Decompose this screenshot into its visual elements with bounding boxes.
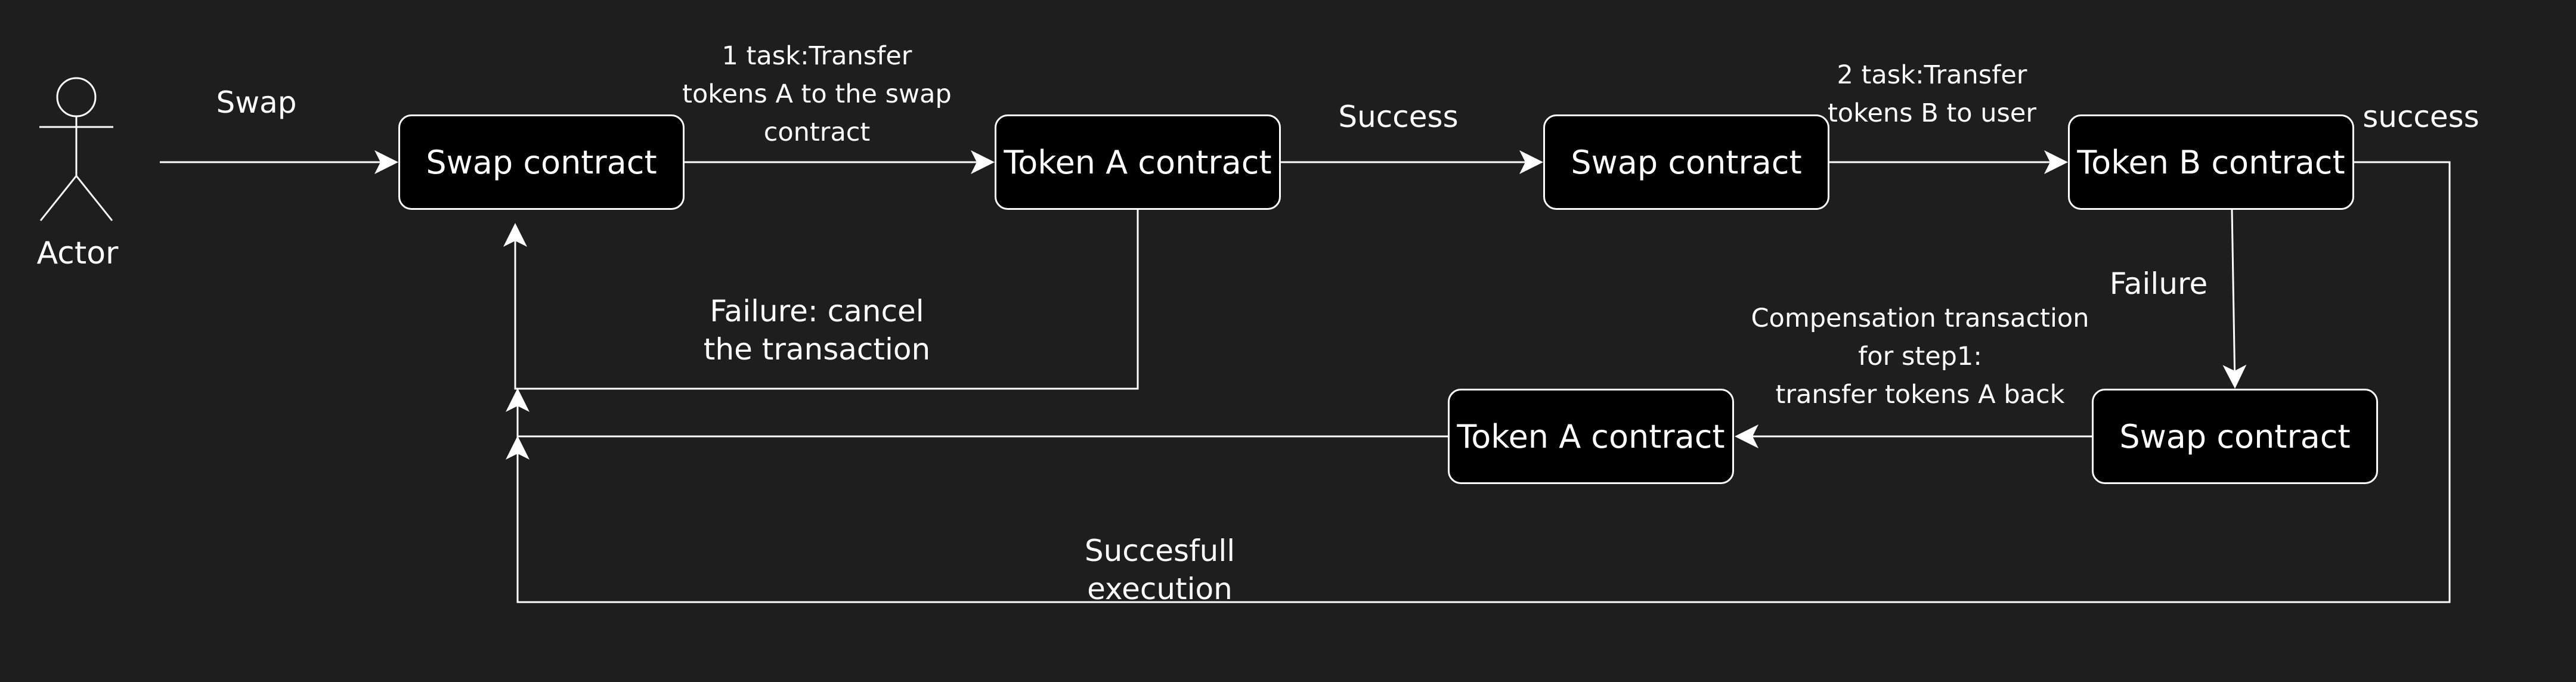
edge-label-task1: 1 task:Transfer tokens A to the swap con… bbox=[682, 41, 952, 147]
edge-label-success-1: Success bbox=[1338, 100, 1459, 134]
edge-label-swap: Swap bbox=[216, 85, 297, 120]
swap-contract-box-2-label: Swap contract bbox=[1571, 143, 1802, 181]
edge-failure-cancel bbox=[503, 210, 1139, 390]
edge-token-b-failure bbox=[2222, 209, 2247, 389]
edge-label-compensation: Compensation transaction for step1: tran… bbox=[1751, 303, 2089, 410]
actor-left-leg bbox=[39, 175, 78, 221]
swap-contract-box-1-label: Swap contract bbox=[426, 143, 657, 181]
edge-label-failure: Failure bbox=[2109, 266, 2208, 301]
swap-contract-box-3-label: Swap contract bbox=[2119, 417, 2351, 455]
token-a-contract-box-2-label: Token A contract bbox=[1457, 417, 1725, 455]
swap-contract-box-3[interactable]: Swap contract bbox=[2092, 389, 2378, 484]
token-a-contract-box-1-label: Token A contract bbox=[1004, 143, 1272, 181]
actor-right-leg bbox=[75, 175, 113, 221]
swap-contract-box-2[interactable]: Swap contract bbox=[1543, 114, 1829, 210]
swap-contract-box-1[interactable]: Swap contract bbox=[398, 114, 685, 210]
actor-figure bbox=[39, 77, 113, 221]
token-a-contract-box-2[interactable]: Token A contract bbox=[1448, 389, 1734, 484]
edge-compensation-return bbox=[506, 388, 1448, 438]
token-b-contract-box-label: Token B contract bbox=[2077, 143, 2345, 181]
edge-successful-execution bbox=[506, 161, 2451, 603]
token-a-contract-box-1[interactable]: Token A contract bbox=[995, 114, 1281, 210]
token-b-contract-box[interactable]: Token B contract bbox=[2068, 114, 2354, 210]
edge-label-task2: 2 task:Transfer tokens B to user bbox=[1827, 60, 2037, 128]
edge-label-successful-execution: Succesfull execution bbox=[1084, 534, 1236, 606]
actor-label: Actor bbox=[36, 235, 119, 271]
edge-label-failure-cancel: Failure: cancel the transaction bbox=[703, 294, 931, 367]
edge-label-success-2: success bbox=[2363, 100, 2479, 134]
actor-head bbox=[56, 77, 97, 117]
